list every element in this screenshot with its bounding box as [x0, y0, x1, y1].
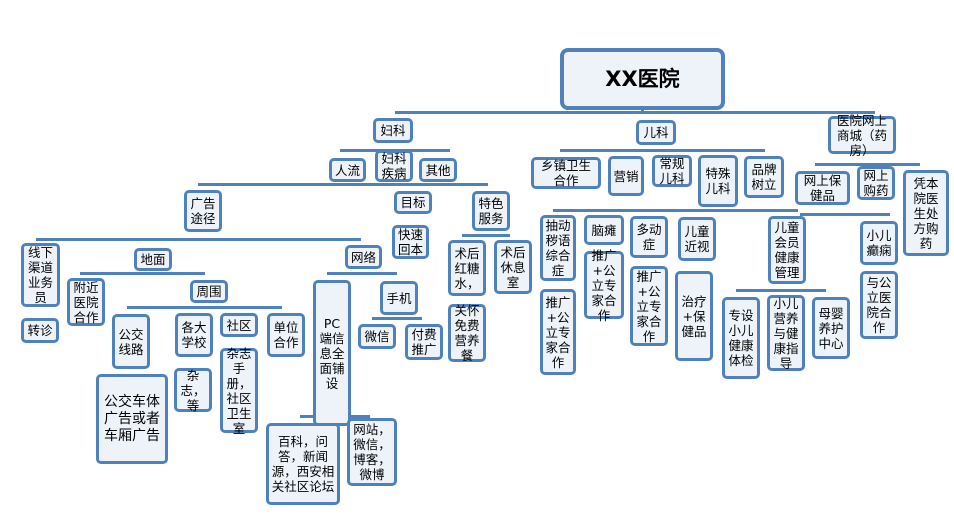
node-mubiao: 目标	[394, 191, 432, 214]
node-tuiguang-2: 推广+公立专家合作	[584, 248, 624, 323]
connector	[36, 238, 361, 241]
node-baike: 百科，问答，新闻源，西安相关社区论坛	[266, 423, 340, 505]
node-zhuanzhen: 转诊	[21, 318, 59, 343]
node-jinshi: 儿童近视	[678, 217, 716, 261]
node-tuiguang-3: 推广+公立专家合作	[630, 266, 668, 346]
node-zazhi: 杂志，等	[174, 368, 212, 413]
node-baojian: 网上保健品	[795, 171, 850, 205]
connector	[395, 111, 875, 114]
node-pingben: 凭本院医生处方购药	[903, 170, 949, 256]
node-gongli: 与公立医院合作	[860, 271, 898, 339]
connector	[198, 183, 488, 186]
node-tuiguang-1: 推广+公立专家合作	[540, 289, 576, 375]
node-gongjiao: 公交线路	[112, 314, 150, 369]
connector	[80, 272, 205, 275]
root-node: XX医院	[560, 48, 725, 110]
node-yingyang: 小儿营养与健康指导	[767, 295, 805, 371]
node-weixin: 微信	[358, 324, 396, 349]
connector	[553, 209, 798, 212]
node-zhouwei: 周围	[190, 280, 228, 303]
node-fufei: 付费推广	[405, 324, 443, 360]
node-chouodng: 抽动秽语综合症	[540, 215, 576, 281]
node-yingxiao: 营销	[608, 156, 644, 196]
node-danwei: 单位合作	[267, 313, 305, 357]
node-guanggao: 广告途径	[184, 190, 222, 232]
connector	[372, 317, 422, 320]
node-xiangzhen: 乡镇卫生合作	[531, 157, 601, 189]
connector	[736, 289, 826, 292]
node-gouyao: 网上购药	[857, 166, 895, 200]
node-fujin: 附近医院合作	[67, 278, 105, 326]
node-qita: 其他	[419, 158, 457, 182]
node-shequ: 社区	[220, 313, 258, 337]
node-naotan: 脑瘫	[584, 215, 624, 245]
connector	[815, 163, 920, 166]
node-pc: PC端信息全面铺设	[313, 280, 351, 426]
connector	[127, 306, 282, 309]
connector	[462, 234, 510, 237]
node-xiuxi: 术后休息室	[494, 240, 532, 294]
connector	[800, 213, 890, 216]
node-shouji: 手机	[380, 281, 418, 315]
node-xianxia: 线下渠道业务员	[21, 243, 60, 307]
node-kuaisu: 快速回本	[392, 225, 429, 259]
connector	[641, 106, 644, 114]
node-hongtang: 术后红糖水，	[448, 240, 486, 296]
node-teshu: 特殊儿科	[698, 155, 738, 207]
node-pinpai: 品牌树立	[744, 156, 784, 198]
connector	[560, 149, 765, 152]
node-xuexiao: 各大学校	[175, 313, 213, 357]
node-changgui: 常规儿科	[652, 155, 692, 187]
node-dianxian: 小儿癫痫	[860, 221, 898, 265]
node-fukejibing: 妇科疾病	[375, 150, 413, 182]
connector	[327, 272, 397, 275]
node-gongjiao-ad: 公交车体广告或者车厢广告	[96, 374, 168, 464]
node-tese: 特色服务	[472, 191, 510, 231]
node-muying: 母婴养护中心	[812, 297, 850, 359]
node-duodong: 多动症	[630, 216, 668, 258]
node-wangluo: 网络	[345, 245, 382, 269]
node-renliu: 人流	[329, 158, 366, 182]
node-tijian: 专设小儿健康体检	[722, 297, 760, 379]
node-zhiliao: 治疗+保健品	[675, 271, 713, 361]
node-guanhuai: 关怀免费营养餐	[448, 303, 486, 363]
node-huiyuan: 儿童会员健康管理	[768, 216, 806, 284]
node-shangcheng: 医院网上商城（药房）	[828, 113, 896, 158]
node-fuke: 妇科	[373, 118, 413, 143]
node-shequ-detail: 杂志手册，社区卫生室	[220, 346, 258, 436]
node-erke: 儿科	[636, 120, 676, 145]
node-dimian: 地面	[134, 248, 172, 271]
node-wangzhan: 网站，微信，博客，微博	[347, 418, 397, 486]
